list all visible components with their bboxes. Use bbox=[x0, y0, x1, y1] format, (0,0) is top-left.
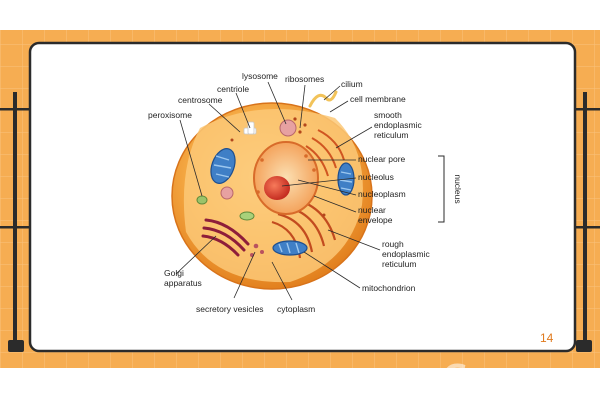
frame-posts bbox=[0, 92, 600, 352]
label-smooth-er-1: smooth bbox=[374, 110, 402, 120]
label-smooth-er-2: endoplasmic bbox=[374, 120, 422, 130]
label-lysosome: lysosome bbox=[242, 71, 278, 81]
cell-illustration bbox=[171, 90, 373, 290]
label-cytoplasm: cytoplasm bbox=[277, 304, 315, 314]
lysosome-shape bbox=[279, 119, 297, 137]
label-secretory-vesicles: secretory vesicles bbox=[196, 304, 264, 314]
mitochondria-shapes bbox=[210, 148, 355, 256]
leader-lines bbox=[175, 81, 381, 301]
label-golgi-1: Golgi bbox=[164, 268, 184, 278]
nucleus-bracket bbox=[438, 155, 445, 223]
label-nucleolus: nucleolus bbox=[358, 172, 394, 182]
label-ribosomes: ribosomes bbox=[285, 74, 324, 84]
label-cell-membrane: cell membrane bbox=[350, 94, 406, 104]
watermark-logo: Gama bbox=[442, 359, 538, 394]
label-rough-er-2: endoplasmic bbox=[382, 249, 430, 259]
nucleolus-shape bbox=[264, 176, 290, 200]
label-centrosome: centrosome bbox=[178, 95, 223, 105]
label-peroxisome: peroxisome bbox=[148, 110, 192, 120]
label-nucleus-group: nucleus bbox=[453, 174, 463, 203]
label-nuclear-pore: nuclear pore bbox=[358, 154, 406, 164]
golgi-shape bbox=[201, 218, 250, 257]
centriole-shape bbox=[243, 121, 257, 135]
label-golgi-2: apparatus bbox=[164, 278, 202, 288]
label-nuclear-envelope-1: nuclear bbox=[358, 205, 386, 215]
page-number: 14 bbox=[540, 331, 554, 345]
label-smooth-er-3: reticulum bbox=[374, 130, 408, 140]
label-rough-er-3: reticulum bbox=[382, 259, 416, 269]
label-cilium: cilium bbox=[341, 79, 363, 89]
label-rough-er-1: rough bbox=[382, 239, 404, 249]
diagram-labels: lysosome ribosomes cilium centriole cell… bbox=[148, 71, 463, 314]
peroxisome-shape bbox=[196, 195, 208, 205]
nucleus-shape bbox=[253, 141, 319, 215]
label-nucleoplasm: nucleoplasm bbox=[358, 189, 406, 199]
label-nuclear-envelope-2: envelope bbox=[358, 215, 393, 225]
label-centriole: centriole bbox=[217, 84, 249, 94]
label-mitochondrion: mitochondrion bbox=[362, 283, 416, 293]
